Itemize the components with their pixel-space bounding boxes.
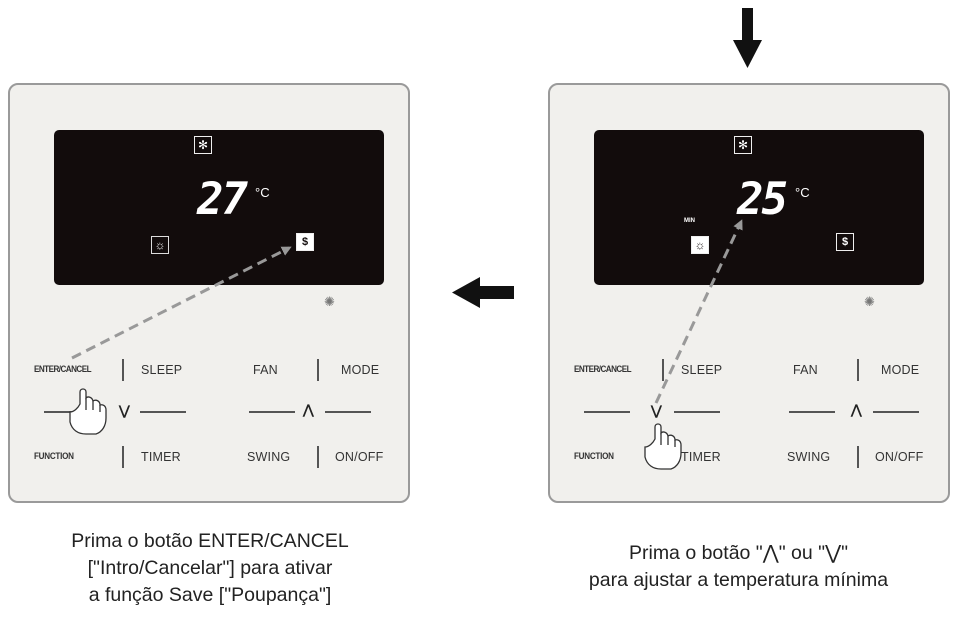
fan-button[interactable]: FAN <box>253 363 278 377</box>
swing-button[interactable]: SWING <box>787 450 831 464</box>
up-arrow-icon[interactable]: ⋀ <box>303 402 314 417</box>
sensor-dot-icon: ✺ <box>864 294 875 309</box>
flow-left-arrow-icon <box>452 277 514 308</box>
caption-line: para ajustar a temperatura mínima <box>588 569 889 591</box>
caption-line: ["Intro/Cancelar"] para ativar <box>87 557 333 579</box>
separator <box>44 411 90 413</box>
separator <box>662 359 664 381</box>
fan-button[interactable]: FAN <box>793 363 818 377</box>
min-label: MIN <box>684 218 695 224</box>
caption-line: Prima o botão "⋀" ou "⋁" <box>628 542 849 564</box>
save-mode-icon: $ <box>296 233 314 251</box>
flow-down-arrow-icon <box>733 8 762 68</box>
separator <box>317 359 319 381</box>
on-off-button[interactable]: ON/OFF <box>335 450 384 464</box>
sun-icon: ☼ <box>151 236 169 254</box>
caption-line: Prima o botão ENTER/CANCEL <box>71 530 349 552</box>
on-off-button[interactable]: ON/OFF <box>875 450 924 464</box>
left-temperature-unit: °C <box>255 185 270 200</box>
separator <box>789 411 835 413</box>
mode-button[interactable]: MODE <box>341 363 380 377</box>
right-temperature-unit: °C <box>795 185 810 200</box>
down-arrow-icon[interactable]: ⋁ <box>651 403 662 418</box>
caption-line: a função Save ["Poupança"] <box>88 584 332 606</box>
dashed-arrow-to-temperature <box>654 219 743 404</box>
separator <box>325 411 371 413</box>
pointing-hand-icon <box>69 388 107 435</box>
separator <box>122 359 124 381</box>
down-arrow-icon[interactable]: ⋁ <box>119 403 130 418</box>
separator <box>857 446 859 468</box>
enter-cancel-button[interactable]: ENTER/CANCEL <box>574 364 632 374</box>
timer-button[interactable]: TIMER <box>681 450 721 464</box>
sleep-button[interactable]: SLEEP <box>141 363 183 377</box>
right-lcd-screen: ✻ 25 °C MIN ☼ $ <box>594 130 924 285</box>
snowflake-icon: ✻ <box>194 136 212 154</box>
left-lcd-screen: ✻ 27 °C ☼ $ <box>54 130 384 285</box>
timer-button[interactable]: TIMER <box>141 450 181 464</box>
dashed-arrow-to-save-icon <box>71 246 292 360</box>
snowflake-icon: ✻ <box>734 136 752 154</box>
left-caption: Prima o botão ENTER/CANCEL ["Intro/Cance… <box>0 528 420 609</box>
up-arrow-icon[interactable]: ⋀ <box>851 402 862 417</box>
separator <box>873 411 919 413</box>
enter-cancel-button[interactable]: ENTER/CANCEL <box>34 364 92 374</box>
separator <box>674 411 720 413</box>
right-temperature: 25 <box>737 174 788 225</box>
separator <box>140 411 186 413</box>
right-controller-panel: ✻ 25 °C MIN ☼ $ ✺ ENTER/CANCEL SLEEP FAN… <box>548 83 950 503</box>
left-controller-panel: ✻ 27 °C ☼ $ ✺ ENTER/CANCEL SLEEP FAN MOD… <box>8 83 410 503</box>
separator <box>857 359 859 381</box>
separator <box>249 411 295 413</box>
left-temperature: 27 <box>197 174 248 225</box>
mode-button[interactable]: MODE <box>881 363 920 377</box>
pointing-hand-icon <box>644 423 682 470</box>
separator <box>122 446 124 468</box>
sun-icon: ☼ <box>691 236 709 254</box>
function-button[interactable]: FUNCTION <box>574 451 614 461</box>
right-caption: Prima o botão "⋀" ou "⋁" para ajustar a … <box>520 540 957 594</box>
swing-button[interactable]: SWING <box>247 450 291 464</box>
sensor-dot-icon: ✺ <box>324 294 335 309</box>
separator <box>584 411 630 413</box>
function-button[interactable]: FUNCTION <box>34 451 74 461</box>
separator <box>317 446 319 468</box>
sleep-button[interactable]: SLEEP <box>681 363 723 377</box>
save-mode-icon: $ <box>836 233 854 251</box>
